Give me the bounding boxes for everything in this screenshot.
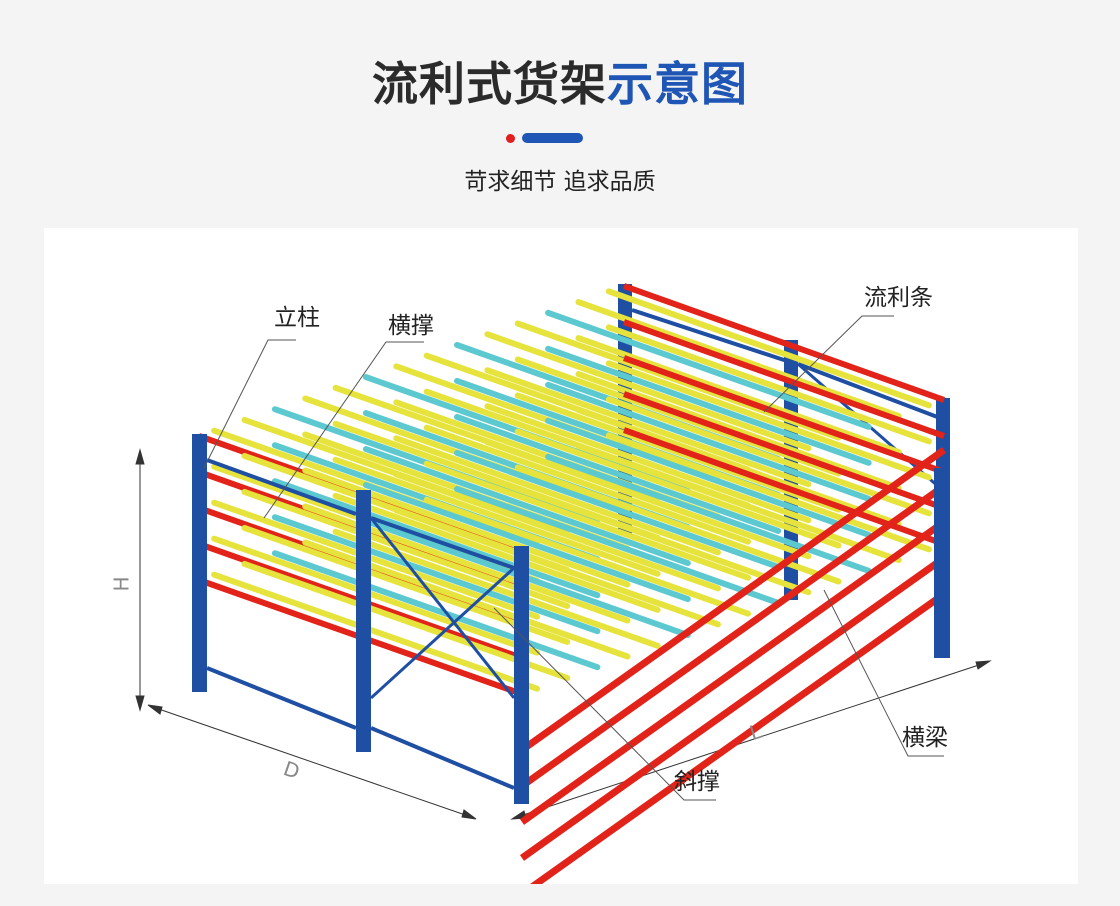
- flow-rail-l4-13: [575, 407, 902, 528]
- flow-rail-l3-4: [302, 467, 631, 588]
- callout-diagonal: 斜撑: [674, 769, 720, 795]
- flow-rail-l5-1: [211, 571, 541, 692]
- leader-lines: [203, 315, 944, 801]
- depth-arrow-left: [147, 704, 163, 715]
- flow-rail-l4-5: [332, 492, 661, 613]
- flow-rail-l5-9: [454, 485, 782, 606]
- flow-rail-l3-13: [575, 371, 902, 492]
- flow-rail-l4-2: [241, 524, 571, 645]
- diagram-panel: 立柱 横撑 流利条 横梁 斜撑 H D L: [44, 228, 1078, 884]
- leader-flow-rail: [763, 315, 894, 413]
- title-decoration-dot: [506, 134, 515, 143]
- callout-flow-rail: 流利条: [864, 285, 933, 311]
- length-arrow-right: [975, 660, 992, 670]
- callout-beam: 横梁: [902, 725, 948, 751]
- flow-rail-l1-12: [545, 309, 872, 430]
- leader-brace: [263, 341, 424, 519]
- title-decoration-bar: [522, 133, 583, 143]
- callout-brace: 横撑: [388, 313, 434, 339]
- flow-rail-l2-10: [484, 367, 812, 488]
- flow-rail-l3-7: [393, 435, 721, 556]
- depth-arrow-right: [461, 809, 477, 820]
- flow-rail-l4-8: [423, 460, 752, 581]
- beam-back-level-3: [622, 355, 946, 475]
- flow-rail-l5-13: [575, 443, 902, 564]
- front-beam-2: [519, 483, 947, 789]
- flow-rail-l2-13: [575, 335, 902, 456]
- height-arrow-top: [135, 448, 145, 465]
- flow-rail-l3-14: [605, 360, 932, 481]
- front-beam-1: [519, 447, 947, 753]
- flow-rail-l4-1: [211, 535, 541, 656]
- length-dimension-line: [513, 661, 989, 819]
- leader-diagonal: [493, 607, 716, 801]
- beam-back-level-1: [622, 283, 946, 403]
- flow-rail-l5-7: [393, 507, 721, 628]
- flow-rail-l3-2: [241, 488, 571, 609]
- title-part-blue: 示意图: [607, 57, 748, 111]
- diagonal-brace-1: [369, 517, 516, 699]
- brace-back-top: [631, 308, 791, 364]
- flow-rail-l3-12: [545, 381, 872, 502]
- flow-rail-l3-6: [362, 446, 691, 567]
- flow-rail-l1-13: [575, 299, 902, 420]
- dimension-label-height: H: [109, 576, 134, 592]
- brace-front-bottom-right: [370, 726, 515, 790]
- flow-rail-l3-3: [271, 478, 601, 599]
- upright-front-left: [192, 434, 207, 692]
- flow-rail-l4-3: [271, 514, 601, 635]
- flow-rail-l5-10: [484, 475, 812, 596]
- leader-beam: [823, 589, 944, 757]
- flow-rail-l5-2: [241, 560, 571, 681]
- flow-rail-l5-12: [545, 453, 872, 574]
- length-arrow-left: [510, 810, 527, 820]
- flow-rail-l4-7: [393, 471, 721, 592]
- flow-rail-l2-12: [545, 345, 872, 466]
- page-title: 流利式货架示意图: [0, 52, 1120, 116]
- brace-front-top-right: [370, 516, 515, 570]
- flow-rail-l3-10: [484, 403, 812, 524]
- upright-right-end: [934, 468, 950, 658]
- flow-rail-l4-12: [545, 417, 872, 538]
- diagonal-brace-2: [369, 566, 516, 700]
- flow-rail-l5-8: [423, 496, 752, 617]
- page-subtitle: 苛求细节 追求品质: [464, 169, 656, 195]
- flow-rail-l4-9: [454, 449, 782, 570]
- title-part-dark: 流利式货架: [372, 57, 607, 111]
- flow-rail-l1-10: [484, 331, 812, 452]
- brace-front-bottom: [206, 666, 357, 730]
- brace-front-top: [206, 458, 357, 516]
- front-beam-5: [530, 591, 947, 884]
- flow-rail-l5-3: [271, 550, 601, 671]
- callout-upright: 立柱: [274, 305, 320, 331]
- leader-upright: [203, 339, 296, 469]
- front-beam-4: [519, 555, 947, 861]
- flow-rail-l4-6: [362, 482, 691, 603]
- flow-rail-l3-9: [454, 413, 782, 534]
- front-beam-3: [519, 519, 947, 825]
- dimension-lines: [135, 448, 992, 820]
- flow-rail-l5-5: [332, 528, 661, 649]
- upright-front-middle: [356, 490, 371, 752]
- upright-front-right: [514, 546, 529, 804]
- height-arrow-bottom: [135, 695, 145, 712]
- flow-rail-l3-8: [423, 424, 752, 545]
- depth-dimension-line: [149, 705, 475, 819]
- flow-rail-l1-14: [605, 288, 932, 409]
- flow-rail-l4-11: [514, 428, 842, 549]
- beam-back-level-2: [622, 319, 946, 439]
- flow-rail-l3-5: [332, 456, 661, 577]
- flow-rail-l2-14: [605, 324, 932, 445]
- flow-rail-l4-10: [484, 439, 812, 560]
- brace-back-top-right: [797, 362, 941, 420]
- rack-body: [192, 283, 950, 884]
- header: 流利式货架示意图 苛求细节 追求品质: [0, 0, 1120, 228]
- rack-diagram: [135, 283, 992, 884]
